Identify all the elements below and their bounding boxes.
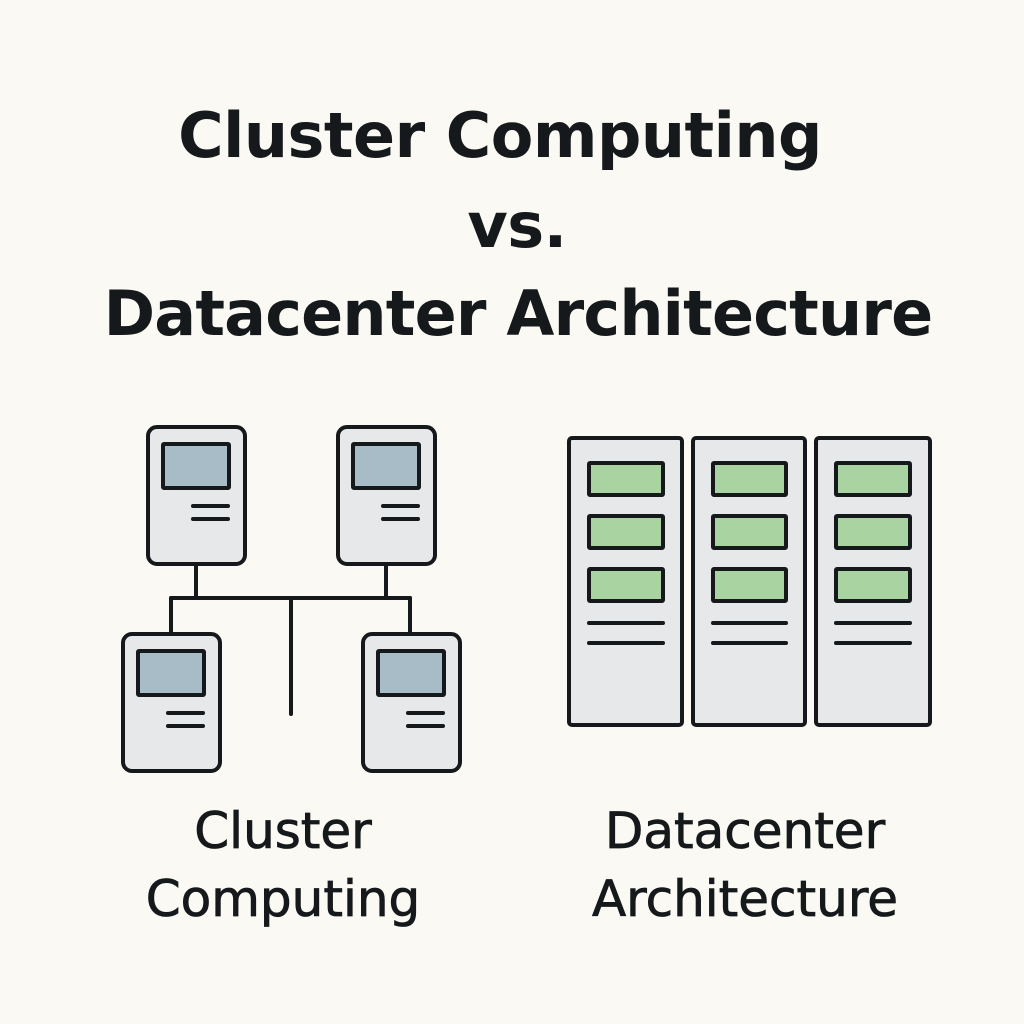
cluster-node-top-right	[336, 425, 437, 566]
cluster-network	[169, 562, 412, 716]
datacenter-caption-line-2: Architecture	[591, 870, 899, 928]
rack-module	[711, 461, 788, 497]
cluster-caption-line-2: Computing	[145, 870, 421, 928]
node-screen-icon	[376, 649, 446, 697]
rack-module	[587, 567, 665, 603]
node-screen-icon	[136, 649, 206, 697]
node-screen-icon	[351, 442, 421, 490]
cluster-node-bottom-right	[361, 632, 462, 773]
cluster-node-top-left	[146, 425, 247, 566]
title-line-1: Cluster Computing	[178, 99, 822, 172]
rack-module	[834, 514, 912, 550]
rack-module	[834, 567, 912, 603]
datacenter-rack-1	[567, 436, 684, 727]
title-line-3: Datacenter Architecture	[103, 277, 934, 350]
cluster-caption-line-1: Cluster	[194, 802, 372, 860]
datacenter-caption-line-1: Datacenter	[604, 802, 886, 860]
rack-module	[587, 461, 665, 497]
title-line-2: vs.	[467, 189, 567, 262]
rack-module	[587, 514, 665, 550]
rack-module	[711, 567, 788, 603]
node-screen-icon	[161, 442, 231, 490]
rack-module	[834, 461, 912, 497]
datacenter-rack-2	[691, 436, 807, 727]
datacenter-rack-3	[814, 436, 932, 727]
cluster-node-bottom-left	[121, 632, 222, 773]
rack-module	[711, 514, 788, 550]
